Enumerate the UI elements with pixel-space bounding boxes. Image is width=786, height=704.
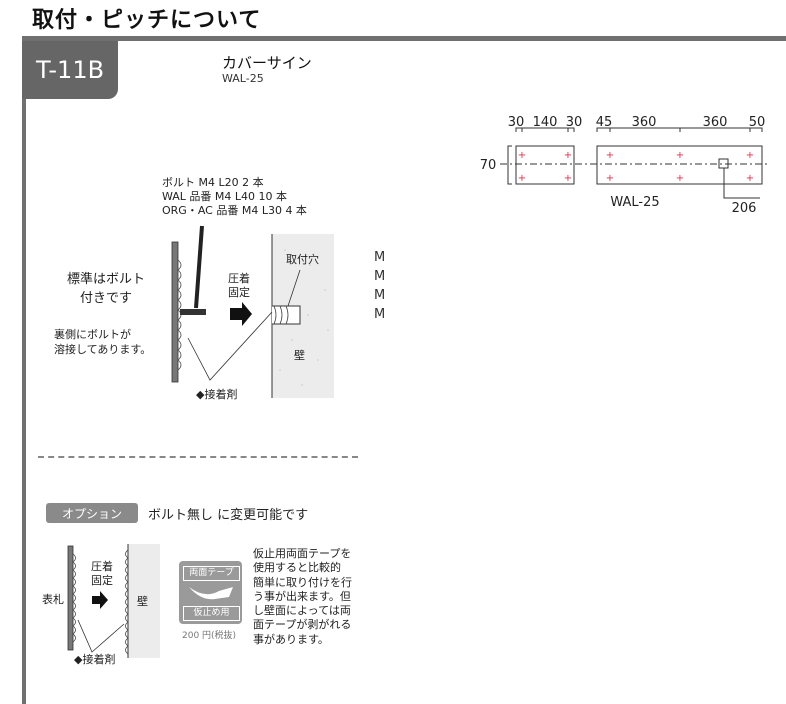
bolt <box>180 309 206 315</box>
pitch-model-label: WAL-25 <box>610 195 659 210</box>
pressure-label-1: 圧着 <box>228 272 250 285</box>
option-wall-label: 壁 <box>137 595 148 608</box>
standard-note: 標準はボルト 付きです <box>58 270 154 308</box>
hole-marks: + + + + + + + + + + <box>518 150 754 184</box>
option-text: ボルト無し に変更可能です <box>148 508 309 523</box>
left-dim-1: 30 <box>508 115 525 130</box>
option-desc-3: 簡単に取り付けを行 <box>253 575 352 589</box>
option-badge: オプション <box>46 503 138 523</box>
left-plate <box>515 145 575 185</box>
option-adhesive-leader <box>77 619 125 653</box>
option-pressure-2: 固定 <box>91 574 113 587</box>
option-wall <box>128 544 160 658</box>
offset-leader <box>723 168 760 199</box>
standard-note-line-2: 付きです <box>79 291 132 306</box>
left-dim-2: 140 <box>533 115 558 130</box>
tape-bottom-label: 仮止め用 <box>183 606 240 621</box>
cutoff-letter-3: M <box>374 288 386 303</box>
product-model: WAL-25 <box>222 72 264 85</box>
left-dim-line <box>515 127 575 132</box>
press-arrow-icon <box>230 302 252 326</box>
bolt-spec-3: ORG・AC 品番 M4 L30 4 本 <box>162 204 307 217</box>
left-rule <box>22 41 26 704</box>
section-divider <box>38 456 358 458</box>
product-name: カバーサイン <box>222 54 312 72</box>
option-desc-7: 事があります。 <box>253 632 329 646</box>
svg-text:+: + <box>564 150 572 161</box>
option-desc-1: 仮止用両面テープを <box>253 547 352 560</box>
svg-text:+: + <box>676 173 684 184</box>
weld-note-line-2: 溶接してあります。 <box>54 343 152 356</box>
bolt-spec-list: ボルト M4 L20 2 本 WAL 品番 M4 L40 10 本 ORG・AC… <box>162 176 307 218</box>
right-dim-2: 360 <box>632 115 657 130</box>
right-dim-4: 50 <box>749 115 766 130</box>
svg-text:+: + <box>606 173 614 184</box>
cutoff-text: M M M M <box>374 248 388 324</box>
pressure-label-2: 固定 <box>228 286 250 299</box>
cutoff-letter-1: M <box>374 250 386 265</box>
cutoff-letter-2: M <box>374 269 386 284</box>
sign-plate <box>171 241 179 383</box>
pitch-diagram: + + + + + + + + + + 30 140 30 45 360 360 50 70… <box>480 115 768 216</box>
svg-text:+: + <box>746 173 754 184</box>
left-dim-3: 30 <box>566 115 583 130</box>
tape-price: 200 円(税抜) <box>182 631 237 641</box>
svg-text:+: + <box>518 173 526 184</box>
svg-text:+: + <box>518 150 526 161</box>
right-dim-1: 45 <box>596 115 613 130</box>
product-code-badge: T-11B <box>22 41 118 99</box>
tape-top-label: 両面テープ <box>183 566 240 581</box>
svg-text:+: + <box>564 173 572 184</box>
option-arrow-icon <box>92 591 108 609</box>
page-title: 取付・ピッチについて <box>32 8 262 33</box>
cutoff-letter-4: M <box>374 307 386 322</box>
option-diagram <box>67 544 160 658</box>
hole-adhesive <box>273 305 289 325</box>
height-dim-line <box>507 145 512 185</box>
tape-roll-icon <box>189 587 233 600</box>
height-dim: 70 <box>480 158 497 173</box>
option-desc-2: 使用すると比較的 <box>253 561 341 575</box>
wall-label: 壁 <box>294 349 305 362</box>
option-description: 仮止用両面テープを 使用すると比較的 簡単に取り付けを行 う事が出来ます。但 し… <box>253 547 352 647</box>
option-pressure-label: 圧着 固定 <box>89 560 115 588</box>
adhesive-label: ◆接着剤 <box>196 388 238 401</box>
hole-leader <box>287 269 301 307</box>
option-adhesive-label: ◆接着剤 <box>74 653 116 666</box>
weld-note-line-1: 裏側にボルトが <box>54 328 131 341</box>
bolt-spec-2: WAL 品番 M4 L40 10 本 <box>162 190 288 203</box>
option-plate <box>67 545 74 651</box>
pressure-label: 圧着 固定 <box>224 272 254 300</box>
header-rule <box>22 36 786 41</box>
tape-icon: 両面テープ 仮止め用 <box>179 561 242 624</box>
svg-text:+: + <box>606 150 614 161</box>
option-desc-6: 面テープが剥がれる <box>253 618 352 632</box>
bolt-spec-1: ボルト M4 L20 2 本 <box>162 176 264 189</box>
hole-label: 取付穴 <box>286 253 319 266</box>
svg-text:+: + <box>746 150 754 161</box>
plate-label: 表札 <box>42 593 64 606</box>
option-desc-4: う事が出来ます。但 <box>253 589 351 603</box>
wall-texture <box>279 249 329 386</box>
right-plate <box>596 145 763 185</box>
mounting-diagram <box>171 225 334 398</box>
offset-dim: 206 <box>732 201 757 216</box>
adhesive-leader <box>187 311 273 381</box>
option-pressure-1: 圧着 <box>91 560 113 573</box>
bolt-leader <box>194 225 204 309</box>
right-dim-3: 360 <box>703 115 728 130</box>
weld-note: 裏側にボルトが 溶接してあります。 <box>54 327 151 357</box>
standard-note-line-1: 標準はボルト <box>66 272 145 287</box>
option-desc-5: し壁面によっては両 <box>253 604 351 618</box>
svg-text:+: + <box>676 150 684 161</box>
